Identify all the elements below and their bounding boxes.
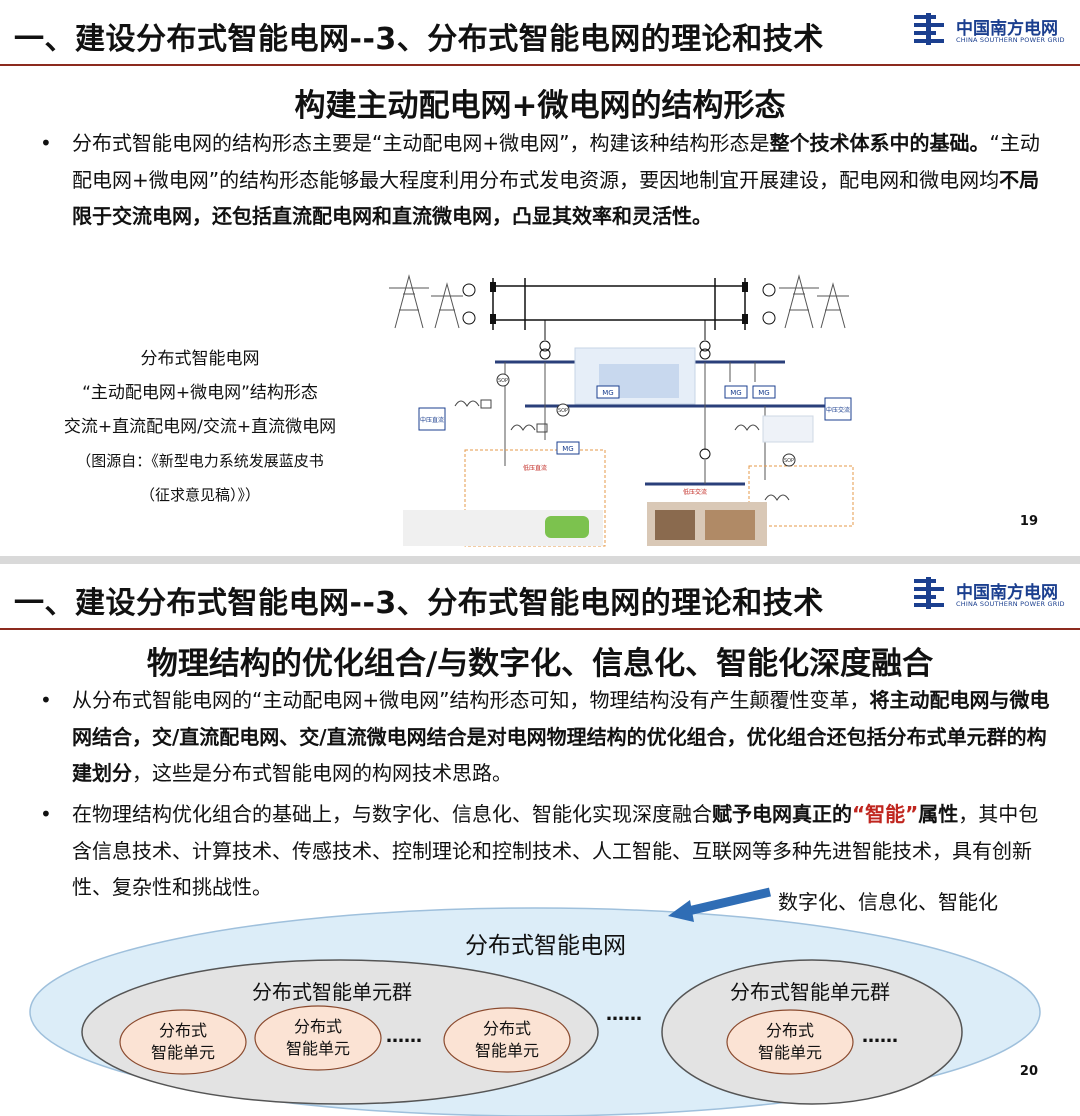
slide-19: 一、建设分布式智能电网--3、分布式智能电网的理论和技术 中国南方电网 CHIN… [0, 0, 1080, 556]
logo-text-cn: 中国南方电网 [956, 583, 1058, 603]
logo-text-en: CHINA SOUTHERN POWER GRID [956, 36, 1065, 44]
unit-label: 分布式 智能单元 [757, 1020, 823, 1064]
unit-label-line: 分布式 [765, 1021, 814, 1040]
slide-subtitle: 物理结构的优化组合/与数字化、信息化、智能化深度融合 [146, 646, 934, 682]
highlight-run: “智能” [852, 802, 919, 826]
unit-label: 分布式 智能单元 [285, 1016, 351, 1060]
company-logo: 中国南方电网 CHINA SOUTHERN POWER GRID [912, 12, 1076, 48]
outer-ellipse-label: 分布式智能电网 [465, 933, 626, 959]
bold-run: 将主动配电网与微电网结合，交/直流配电网、交/直流微电网结合是对电网物理结构的优… [72, 688, 1050, 785]
smart-grid-ellipse-diagram [29, 887, 1041, 1116]
bold-run: 赋予电网真正的 [712, 802, 852, 826]
unit-label-line: 智能单元 [474, 1041, 539, 1060]
text-run: 在物理结构优化组合的基础上，与数字化、信息化、智能化实现深度融合 [72, 802, 712, 826]
unit-label-line: 智能单元 [150, 1043, 215, 1062]
sop-label: SOP [784, 458, 794, 464]
sop-label: SOP [558, 408, 568, 414]
sop-label: SOP [498, 378, 508, 384]
ellipsis-dots: …… [862, 1026, 898, 1047]
company-logo: 中国南方电网 CHINA SOUTHERN POWER GRID [912, 576, 1076, 612]
slide-separator [0, 556, 1080, 564]
page-number: 20 [1019, 1064, 1038, 1079]
grid-logo-icon [914, 13, 944, 45]
text-run: “主动配电网+微电网”的结构形态能够最大程度利用分布式发电资源，要因地制宜开展建… [72, 131, 1040, 192]
transmission-tower-icon [779, 274, 849, 329]
unit-label-line: 分布式 [482, 1019, 531, 1038]
ac-box-label: 中压交流 [826, 406, 850, 414]
slide-title: 一、建设分布式智能电网--3、分布式智能电网的理论和技术 [14, 586, 824, 621]
grid-logo-icon [914, 577, 944, 609]
caption-line: 分布式智能电网 [140, 349, 260, 369]
logo-text-en: CHINA SOUTHERN POWER GRID [956, 600, 1065, 608]
bullet-dot: • [40, 131, 52, 155]
mg-label: MG [758, 389, 769, 397]
bold-run: 属性 [918, 802, 959, 826]
slide-subtitle: 构建主动配电网+微电网的结构形态 [294, 88, 786, 124]
caption-line: 交流+直流配电网/交流+直流微电网 [63, 417, 337, 437]
mg-label: MG [602, 389, 613, 397]
dc-box-label: 中压直流 [420, 416, 444, 424]
unit-ellipse [726, 1009, 854, 1075]
text-run: ，其中包含信息技术、计算技术、传感技术、控制理论和控制技术、人工智能、互联网等多… [72, 802, 1039, 899]
header-divider [0, 628, 1080, 630]
wind-pv-icon [454, 399, 790, 501]
mg-label: MG [562, 445, 573, 453]
text-run: ，这些是分布式智能电网的构网技术思路。 [132, 761, 512, 785]
text-run: 分布式智能电网的结构形态主要是“主动配电网+微电网”，构建该种结构形态是 [72, 131, 770, 155]
group-label-left: 分布式智能单元群 [252, 980, 412, 1004]
battery-photo [762, 415, 814, 443]
unit-ellipse [443, 1007, 571, 1073]
bullet-paragraph: • 在物理结构优化组合的基础上，与数字化、信息化、智能化实现深度融合赋予电网真正… [40, 796, 1050, 906]
caption-line: “主动配电网+微电网”结构形态 [82, 383, 318, 403]
slide-title: 一、建设分布式智能电网--3、分布式智能电网的理论和技术 [14, 22, 824, 57]
unit-label-line: 分布式 [293, 1017, 342, 1036]
unit-label-line: 智能单元 [757, 1043, 822, 1062]
hybrid-microgrid-region [748, 465, 854, 527]
bold-run: 整个技术体系中的基础。 [769, 131, 990, 155]
unit-ellipse [254, 1005, 382, 1071]
bullet-paragraph: • 从分布式智能电网的“主动配电网+微电网”结构形态可知，物理结构没有产生颠覆性… [40, 682, 1050, 792]
bullet-dot: • [40, 688, 52, 712]
arrow-label: 数字化、信息化、智能化 [778, 890, 998, 914]
bullet-paragraph: • 分布式智能电网的结构形态主要是“主动配电网+微电网”，构建该种结构形态是整个… [40, 125, 1050, 235]
unit-label-line: 智能单元 [285, 1039, 350, 1058]
bold-run: 不局限于交流电网，还包括直流配电网和直流微电网，凸显其效率和灵活性。 [72, 167, 1040, 229]
caption-source: （图源自：《新型电力系统发展蓝皮书 [76, 452, 324, 470]
ellipsis-dots: …… [606, 1004, 642, 1025]
figure-caption: 分布式智能电网 “主动配电网+微电网”结构形态 交流+直流配电网/交流+直流微电… [20, 342, 380, 512]
low-ac-label: 低压交流 [683, 488, 707, 496]
slide-20: 一、建设分布式智能电网--3、分布式智能电网的理论和技术 中国南方电网 CHIN… [0, 564, 1080, 1116]
mg-label: MG [730, 389, 741, 397]
caption-source: （征求意见稿）》） [139, 486, 260, 504]
arrow-head-icon [668, 900, 694, 922]
arrow-icon [682, 887, 772, 917]
transmission-tower-icon [389, 274, 463, 329]
low-dc-label: 低压直流 [523, 464, 547, 472]
header-divider [0, 64, 1080, 66]
logo-text-cn: 中国南方电网 [956, 19, 1058, 39]
unit-label-line: 分布式 [158, 1021, 207, 1040]
unit-label: 分布式 智能单元 [150, 1020, 216, 1064]
ellipsis-dots: …… [386, 1026, 422, 1047]
bullet-dot: • [40, 802, 52, 826]
group-label-right: 分布式智能单元群 [730, 980, 890, 1004]
distribution-grid-diagram: MG MG MG MG 中压交流 中压直流 SOP SOP SOP 低压直流 低… [389, 274, 854, 547]
unit-label: 分布式 智能单元 [474, 1018, 540, 1062]
text-run: 从分布式智能电网的“主动配电网+微电网”结构形态可知，物理结构没有产生颠覆性变革… [72, 688, 870, 712]
page-number: 19 [1019, 514, 1038, 529]
unit-ellipse [119, 1009, 247, 1075]
